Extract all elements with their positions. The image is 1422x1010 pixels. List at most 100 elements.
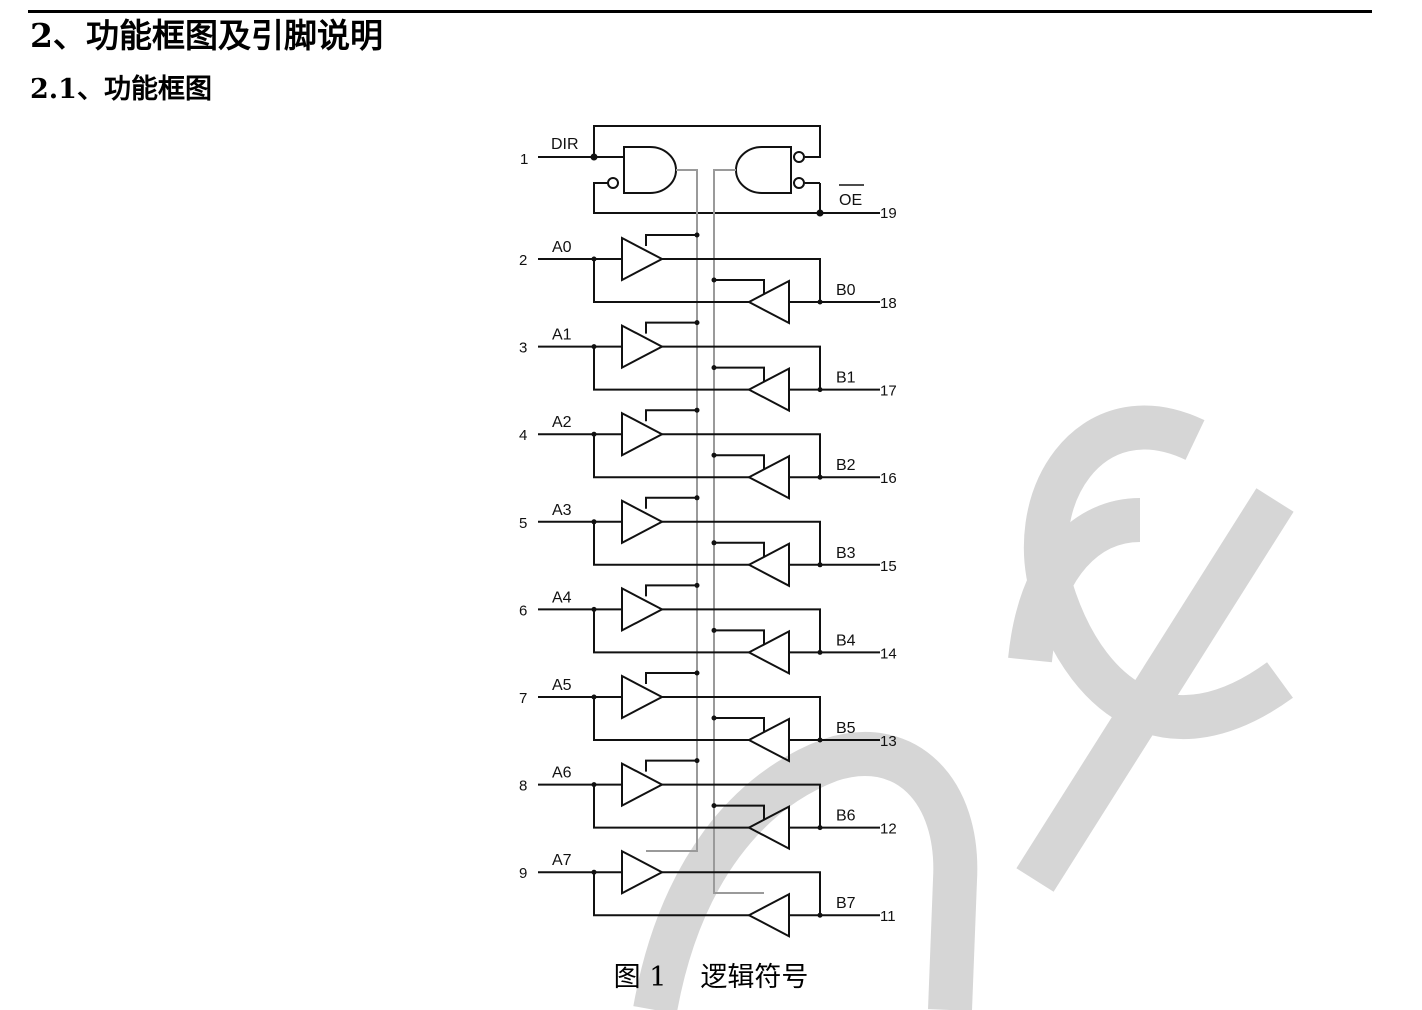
channel-row: A5 7B5 13 bbox=[519, 670, 897, 763]
a-signal-label: A7 bbox=[552, 852, 572, 869]
b-signal-label: B6 bbox=[836, 808, 856, 825]
oe-junction bbox=[816, 209, 824, 217]
left-gate-inverter-bubble bbox=[607, 177, 619, 189]
b-enable-junction bbox=[711, 627, 717, 633]
b-pin-number: 17 bbox=[880, 383, 897, 400]
b-to-a-buffer bbox=[746, 629, 790, 676]
b-pin-number: 12 bbox=[880, 821, 897, 838]
b-driver-enable-line bbox=[714, 279, 765, 294]
a-driver-output-line bbox=[662, 345, 821, 390]
subsection-title: 2.1、功能框图 bbox=[30, 74, 212, 105]
b-signal-label: B0 bbox=[836, 282, 856, 299]
a-driver-output-line bbox=[662, 258, 821, 302]
a-enable-junction bbox=[694, 495, 700, 501]
b-driver-output-line bbox=[593, 872, 749, 917]
control-bus bbox=[646, 169, 764, 894]
right-gate-bubble-bottom bbox=[793, 177, 805, 189]
a-driver-output-line bbox=[662, 696, 821, 740]
b-to-a-buffer bbox=[746, 279, 790, 325]
a-to-b-buffer bbox=[621, 236, 665, 282]
oe-bus-line bbox=[593, 182, 880, 214]
b-enable-junction bbox=[711, 803, 717, 809]
control-section bbox=[538, 125, 880, 217]
a-enable-junction bbox=[694, 320, 700, 326]
section-title: 2、功能框图及引脚说明 bbox=[30, 16, 383, 55]
a-driver-output-line bbox=[662, 520, 821, 565]
a-driver-enable-line bbox=[645, 584, 697, 597]
b-signal-label: B5 bbox=[836, 720, 856, 737]
b-driver-enable-line bbox=[714, 366, 765, 382]
b-driver-output-line bbox=[593, 609, 749, 654]
dir-pin-number: 1 bbox=[520, 151, 528, 168]
transceiver-channels: A02B018A13B117A24B216A35B315A46B414A57B5… bbox=[519, 232, 897, 938]
figure-number: 图 1 bbox=[613, 962, 667, 993]
a-pin-number: 7 bbox=[519, 690, 527, 707]
a-to-b-buffer bbox=[621, 499, 665, 545]
a-to-b-buffer bbox=[621, 323, 665, 370]
figure-title: 逻辑符号 bbox=[700, 962, 809, 993]
a-driver-enable-line bbox=[645, 759, 697, 772]
a-enable-junction bbox=[694, 582, 700, 588]
b-to-a-buffer bbox=[746, 892, 790, 938]
oe-label: OE bbox=[839, 192, 862, 209]
a-pin-number: 3 bbox=[519, 340, 527, 357]
left-nand-gate bbox=[623, 146, 677, 194]
dir-to-right-gate-line bbox=[593, 125, 821, 158]
b-driver-enable-line bbox=[714, 629, 765, 645]
a-signal-label: A5 bbox=[552, 677, 572, 694]
a-pin-number: 9 bbox=[519, 865, 527, 882]
b-enable-junction bbox=[711, 540, 717, 546]
b-driver-enable-line bbox=[714, 454, 765, 470]
b-enable-junction bbox=[711, 277, 717, 283]
a-driver-enable-line bbox=[645, 496, 697, 509]
b-junction bbox=[817, 299, 823, 305]
dir-label: DIR bbox=[551, 136, 579, 153]
b-junction bbox=[817, 825, 823, 831]
a-enable-junction bbox=[694, 407, 700, 413]
a-driver-output-line bbox=[662, 608, 821, 653]
b-signal-label: B4 bbox=[836, 632, 856, 649]
b-signal-label: B1 bbox=[836, 370, 856, 387]
b-junction bbox=[817, 912, 823, 918]
a-to-b-buffer bbox=[621, 586, 665, 633]
b-junction bbox=[817, 474, 823, 480]
b-signal-label: B3 bbox=[836, 545, 856, 562]
b-to-a-buffer bbox=[746, 454, 790, 500]
top-rule bbox=[28, 10, 1372, 13]
b-pin-number: 13 bbox=[880, 733, 897, 750]
b-driver-output-line bbox=[593, 259, 749, 303]
b-driver-output-line bbox=[593, 784, 749, 829]
b-to-a-buffer bbox=[746, 542, 790, 588]
a-driver-enable-line bbox=[645, 672, 697, 684]
b-enable-junction bbox=[711, 365, 717, 371]
b-junction bbox=[817, 387, 823, 393]
right-nand-gate bbox=[735, 146, 792, 194]
b-junction bbox=[817, 649, 823, 655]
a-driver-output-line bbox=[662, 871, 821, 916]
a-driver-output-line bbox=[662, 433, 821, 478]
oe-pin-number: 19 bbox=[880, 205, 897, 222]
a-signal-label: A2 bbox=[552, 414, 572, 431]
b-driver-output-line bbox=[593, 434, 749, 479]
b-enable-junction bbox=[711, 452, 717, 458]
a-enable-junction bbox=[694, 670, 700, 676]
control-labels: DIR 1 OE 19 bbox=[520, 136, 897, 222]
a-to-b-buffer bbox=[621, 411, 665, 457]
b-pin-number: 16 bbox=[880, 470, 897, 487]
b-junction bbox=[817, 562, 823, 568]
b-driver-enable-line bbox=[714, 804, 765, 820]
a-driver-enable-line bbox=[645, 234, 697, 246]
b-driver-enable-line bbox=[714, 541, 765, 557]
b-driver-output-line bbox=[593, 346, 749, 391]
b-driver-output-line bbox=[593, 521, 749, 566]
a-driver-enable-line bbox=[645, 321, 697, 334]
b-signal-label: B2 bbox=[836, 457, 856, 474]
b-junction bbox=[817, 737, 823, 743]
